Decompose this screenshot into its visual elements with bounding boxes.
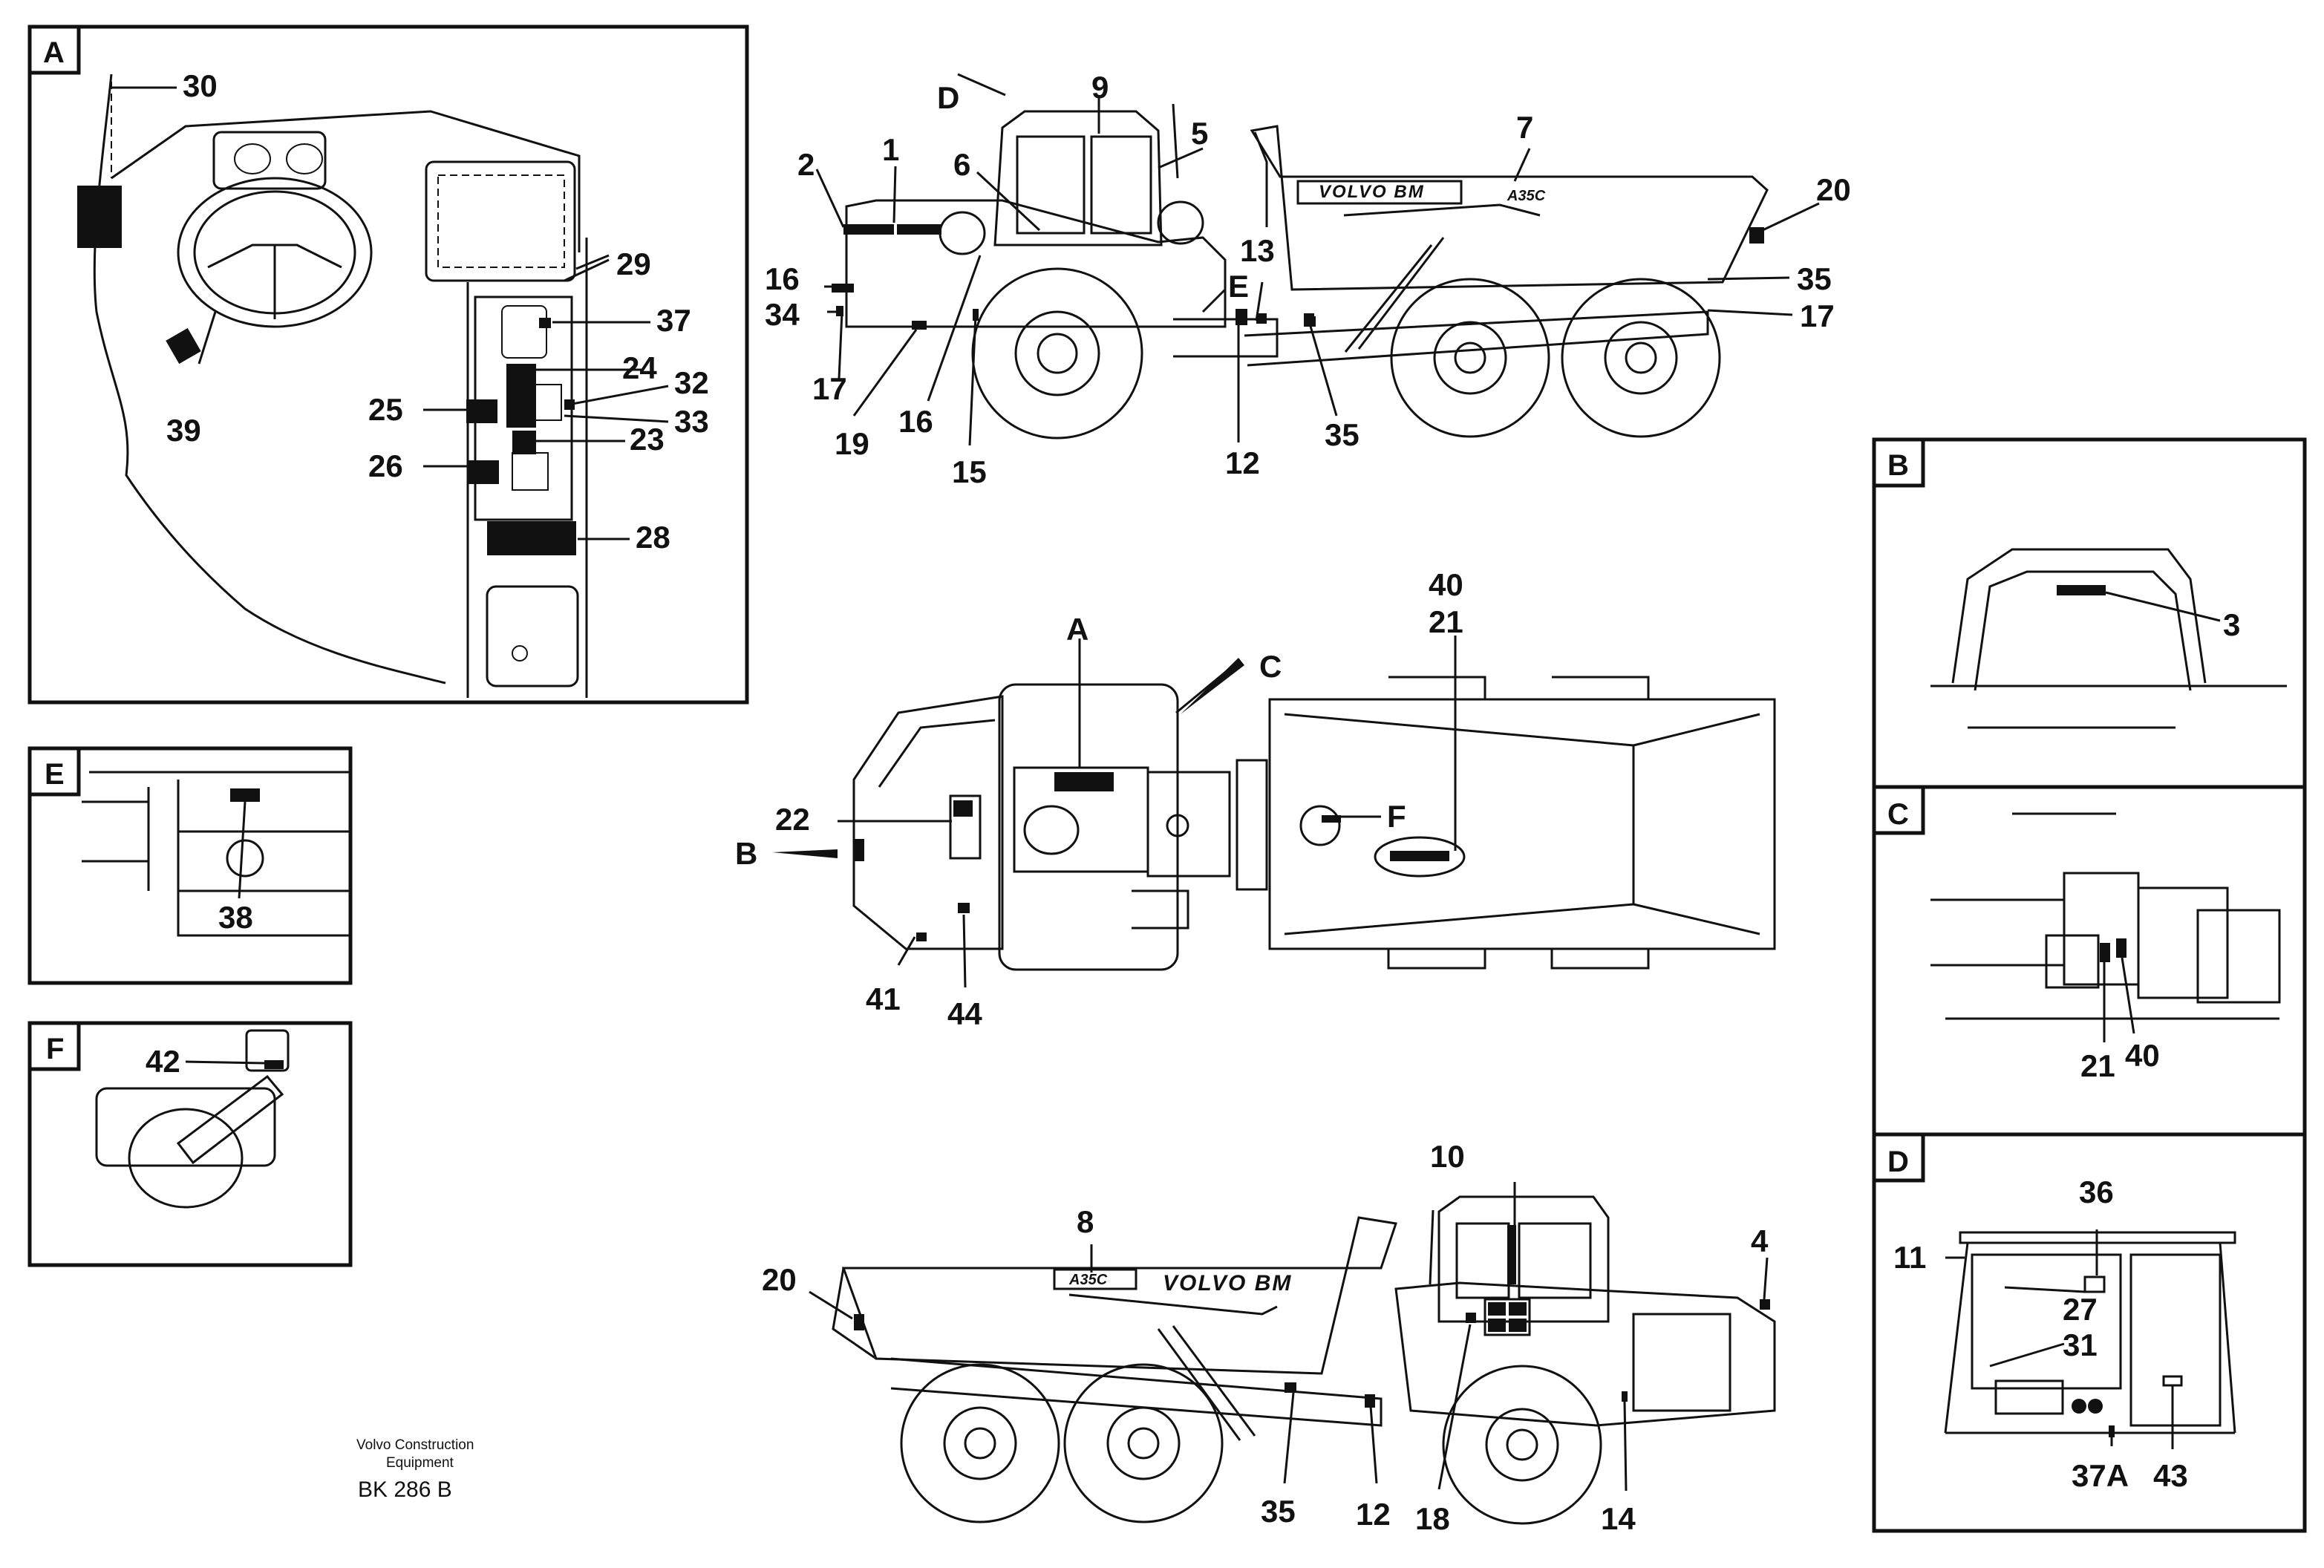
hauler-side-view-left: VOLVO BM A35C D 9 [765, 70, 1851, 489]
panel-e-label: E [45, 758, 65, 791]
credit-block: Volvo Construction Equipment BK 286 B [356, 1437, 474, 1502]
callout-33: 33 [674, 404, 709, 439]
panel-f: F 42 [27, 1021, 353, 1267]
callout-17-left: 17 [812, 371, 847, 406]
callout-40-c: 40 [2125, 1038, 2160, 1073]
hauler-side-view-right: A35C VOLVO BM [762, 1139, 1776, 1536]
callout-37a: 37A [2072, 1458, 2129, 1493]
callout-36: 36 [2079, 1175, 2114, 1209]
callout-16-left: 16 [765, 261, 800, 296]
callout-4: 4 [1751, 1224, 1769, 1258]
decal-model-left: A35C [1507, 188, 1546, 204]
callout-23: 23 [630, 422, 665, 457]
callout-22: 22 [775, 802, 810, 837]
panel-c: C 21 40 [1872, 785, 2307, 1137]
callout-14: 14 [1601, 1501, 1636, 1536]
decal-brand-right: VOLVO BM [1163, 1271, 1292, 1296]
decal-brand-left: VOLVO BM [1319, 182, 1425, 202]
callout-12-bottom: 12 [1356, 1497, 1391, 1532]
panel-a: A [27, 24, 749, 705]
panel-d: D 11 36 27 31 37A 43 [1872, 1132, 2307, 1533]
callout-44: 44 [947, 996, 982, 1031]
decal-model-right: A35C [1068, 1272, 1108, 1288]
panel-c-label: C [1887, 798, 1909, 831]
callout-b-marker: B [735, 836, 757, 871]
hauler-plan-view: A C 40 21 F 22 B 41 44 [735, 567, 1776, 1031]
callout-35-right: 35 [1797, 261, 1832, 296]
panel-d-label: D [1887, 1146, 1909, 1178]
callout-13: 13 [1240, 233, 1275, 268]
panel-e: E 38 [27, 746, 353, 985]
callout-41: 41 [866, 981, 901, 1016]
callout-17-right: 17 [1800, 298, 1835, 333]
callout-38: 38 [218, 900, 253, 935]
drawing-code: BK 286 B [358, 1477, 452, 1502]
callout-42: 42 [146, 1044, 180, 1079]
callout-10: 10 [1430, 1139, 1465, 1174]
callout-32: 32 [674, 365, 709, 400]
callout-7: 7 [1516, 110, 1533, 145]
callout-d-marker: D [937, 80, 959, 115]
callout-40: 40 [1429, 567, 1463, 602]
panel-b-label: B [1887, 449, 1909, 482]
callout-9: 9 [1091, 70, 1109, 105]
callout-f-marker: F [1387, 799, 1406, 834]
callout-39: 39 [166, 413, 201, 448]
callout-43: 43 [2153, 1458, 2188, 1493]
callout-19: 19 [835, 426, 869, 461]
callout-6: 6 [953, 147, 970, 182]
callout-21-c: 21 [2080, 1048, 2115, 1083]
callout-27: 27 [2063, 1292, 2098, 1327]
callout-29: 29 [616, 246, 651, 281]
callout-15: 15 [952, 454, 987, 489]
callout-20-top: 20 [1816, 172, 1851, 207]
callout-31: 31 [2063, 1327, 2098, 1362]
credit-line-2: Equipment [386, 1455, 454, 1471]
callout-a-marker: A [1066, 612, 1088, 647]
callout-24: 24 [622, 350, 657, 385]
callout-25: 25 [368, 392, 403, 427]
callout-28: 28 [636, 520, 670, 555]
panel-f-label: F [46, 1033, 64, 1065]
callout-21: 21 [1429, 604, 1463, 639]
callout-3: 3 [2223, 607, 2240, 642]
callout-20-bottom: 20 [762, 1262, 797, 1297]
callout-11: 11 [1893, 1240, 1926, 1275]
callout-5: 5 [1191, 116, 1208, 151]
panel-a-label: A [43, 36, 65, 69]
callout-30: 30 [183, 68, 218, 103]
callout-35-top: 35 [1325, 417, 1360, 452]
callout-1: 1 [882, 132, 899, 167]
callout-12-top: 12 [1225, 445, 1260, 480]
callout-35-bottom: 35 [1261, 1494, 1296, 1529]
callout-37: 37 [656, 303, 691, 338]
callout-26: 26 [368, 448, 403, 483]
callout-8: 8 [1077, 1204, 1094, 1239]
callout-e-marker: E [1228, 269, 1249, 304]
callout-16-mid: 16 [898, 404, 933, 439]
callout-18: 18 [1415, 1501, 1450, 1536]
credit-line-1: Volvo Construction [356, 1437, 474, 1453]
panel-b: B 3 [1872, 437, 2307, 789]
callout-34: 34 [765, 297, 800, 332]
callout-c-marker: C [1259, 649, 1282, 684]
callout-2: 2 [797, 147, 815, 182]
